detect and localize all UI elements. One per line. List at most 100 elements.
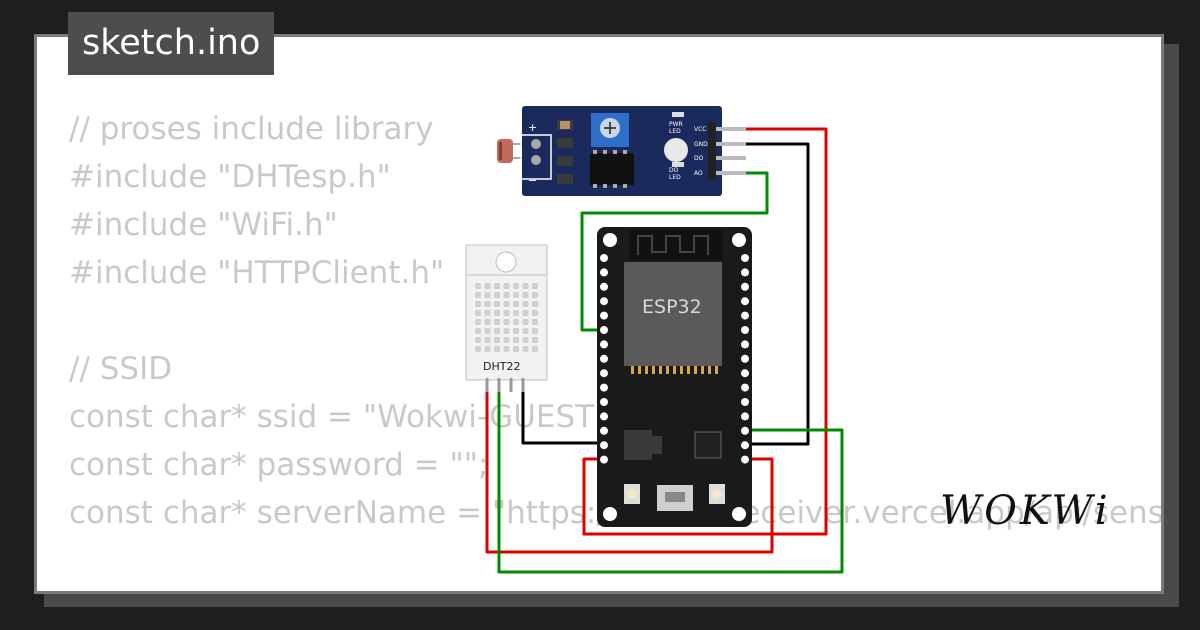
module-pad [631,366,634,374]
module-pad [645,366,648,374]
pin-hole [741,326,749,334]
vent-slot [503,283,510,289]
vent-slot [522,346,529,352]
vent-slot [484,292,491,298]
vent-slot [503,301,510,307]
module-pad [687,366,690,374]
vent-slot [532,301,538,307]
pin-hole [741,398,749,406]
module-pad [708,366,711,374]
vent-slot [532,337,538,343]
svg-text:LED: LED [669,174,681,181]
svg-text:AO: AO [694,170,703,177]
vent-slot [475,301,481,307]
pin-hole [741,254,749,262]
vent-slot [513,337,519,343]
pin-hole [600,254,608,262]
vent-slot [522,283,529,289]
pin-hole [741,441,749,450]
vent-slot [475,310,481,316]
code-line: #include "DHTesp.h" [69,159,391,195]
vent-slot [475,292,481,298]
pin-hole [600,282,608,291]
vent-slot [494,283,500,289]
vent-slot [494,346,500,352]
wire-black-gnd [745,142,810,446]
vent-slot [503,337,510,343]
pin-hole [600,369,608,378]
module-pad [673,366,676,374]
module-pad [666,366,669,374]
vent-slot [532,310,538,316]
module-pad [680,366,683,374]
pin-hole [741,268,749,277]
dht22-label: DHT22 [483,360,520,373]
code-line: // SSID [69,351,173,387]
module-pad [694,366,697,374]
pin-hole [741,311,749,320]
code-line: #include "WiFi.h" [69,207,338,243]
ldr-sensor-icon [497,139,522,163]
vent-slot [532,346,538,352]
vent-slot [484,283,491,289]
wire-green-dht [497,378,844,574]
pin-hole [741,340,749,349]
pin-hole [741,369,749,378]
vent-slot [494,337,500,343]
do-led-label: DO [669,167,679,174]
pin-hole [741,354,749,363]
wire-red-dht [485,378,774,554]
vent-slot [532,319,538,325]
pin-hole [741,282,749,291]
minus-label: − [528,174,537,187]
vent-slot [522,337,529,343]
vent-slot [494,301,500,307]
pin-hole [600,441,608,450]
vent-slot [494,292,500,298]
vent-slot [513,310,519,316]
code-line: // proses include library [69,111,434,147]
pin-hole [741,426,749,435]
vent-slot [484,346,491,352]
vent-slot [494,319,500,325]
vent-slot [475,319,481,325]
vent-slot [503,319,510,325]
module-pad [701,366,704,374]
vent-slot [522,310,529,316]
vent-slot [484,301,491,307]
vent-slot [494,328,500,334]
code-line: #include "HTTPClient.h" [69,255,445,291]
vent-slot [522,319,529,325]
vent-slot [513,301,519,307]
module-pad [715,366,718,374]
vent-slot [475,346,481,352]
pin-hole [600,297,608,306]
svg-text:LED: LED [669,128,681,135]
file-tab[interactable]: sketch.ino [68,12,275,75]
vent-slot [532,292,538,298]
vent-slot [513,346,519,352]
vent-slot [475,337,481,343]
pin-hole [600,455,608,464]
pin-hole [600,398,608,406]
vent-slot [503,328,510,334]
dht22-sensor: DHT22 [465,244,548,392]
vent-slot [484,310,491,316]
vent-slot [503,346,510,352]
vent-slot [503,292,510,298]
wokwi-logo: WOKWi [940,488,1111,534]
pin-hole [600,311,608,320]
vent-slot [532,283,538,289]
pin-hole [600,340,608,349]
ldr-module: + − PWR LED DO LED VCC GND DO AO [497,106,746,196]
esp32-label: ESP32 [642,296,702,318]
module-pad [659,366,662,374]
vent-slot [503,310,510,316]
vent-slot [522,292,529,298]
pin-hole [600,326,608,334]
vent-slot [532,328,538,334]
plus-label: + [528,121,537,134]
vent-slot [484,328,491,334]
module-pad [638,366,641,374]
